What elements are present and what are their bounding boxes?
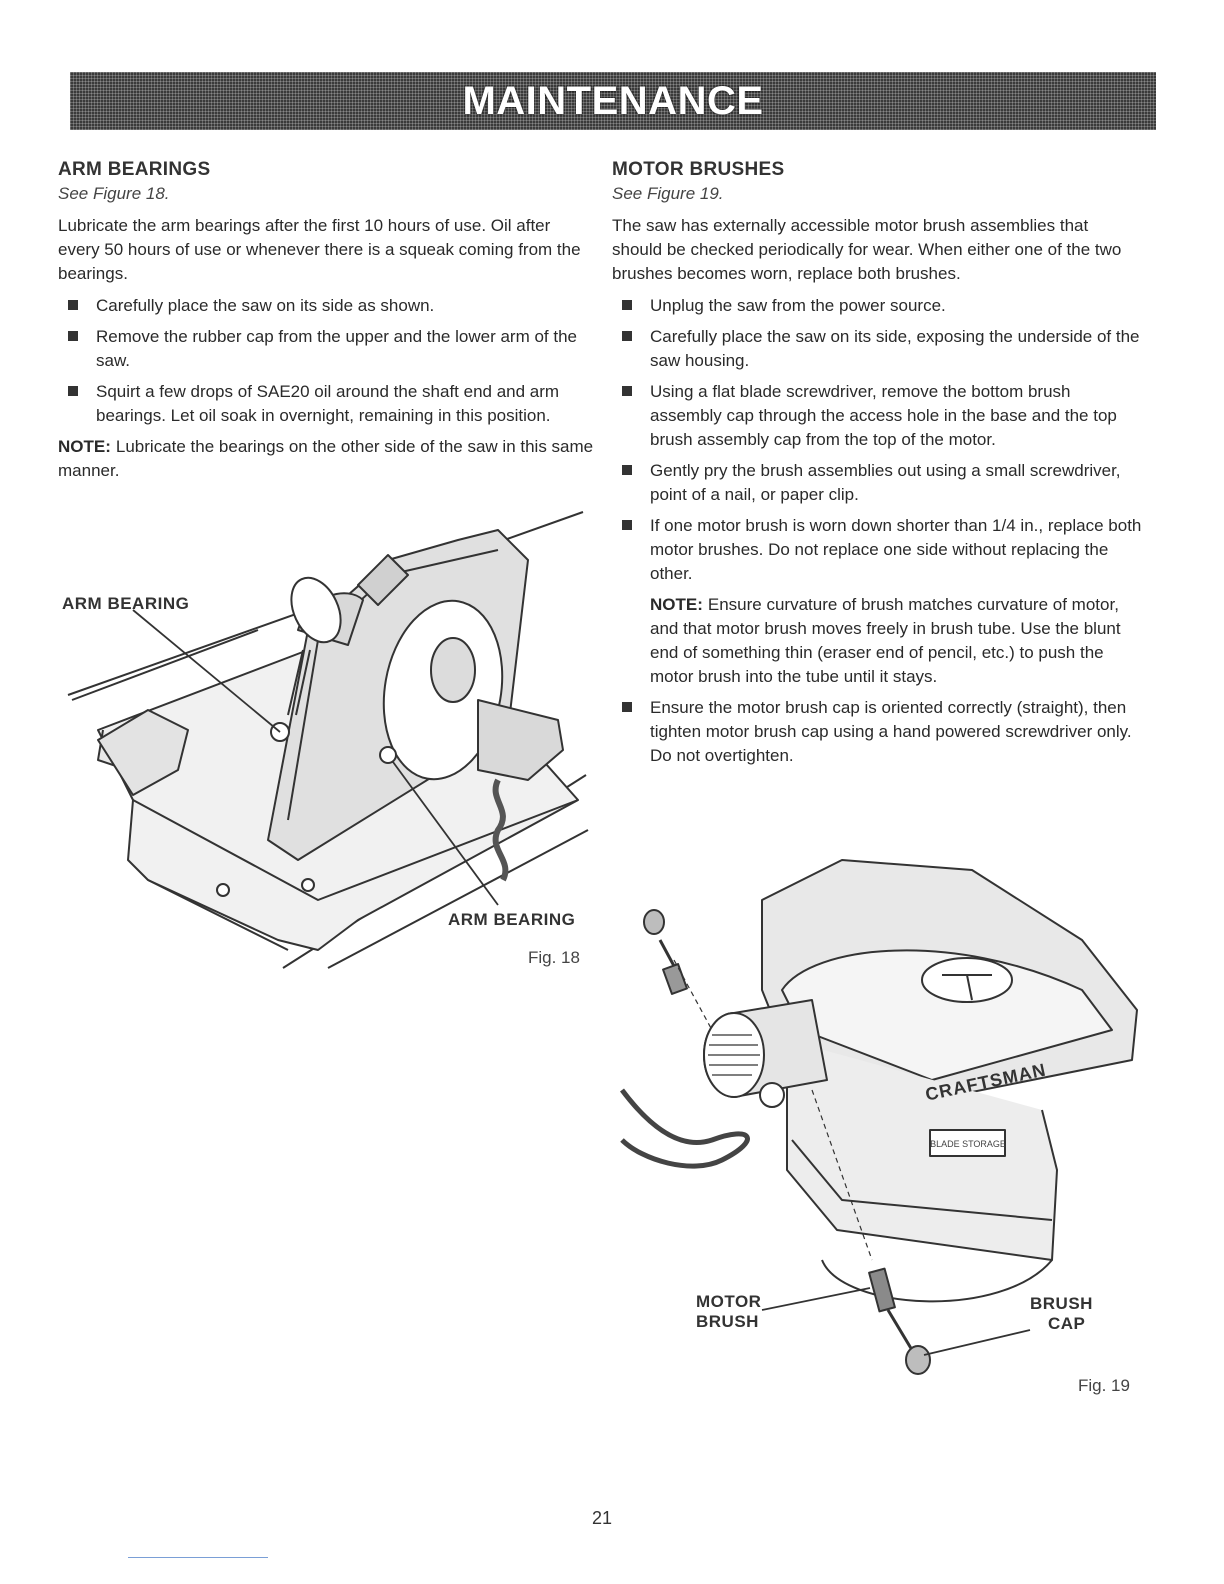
figure-18: ARM BEARING ARM BEARING Fig. 18 (58, 500, 594, 980)
motor-brushes-section: MOTOR BRUSHES See Figure 19. The saw has… (612, 158, 1142, 775)
note-text: Ensure curvature of brush matches curvat… (650, 595, 1121, 686)
bullet-square-icon (622, 300, 632, 310)
list-item: Gently pry the brush assemblies out usin… (612, 459, 1142, 507)
motor-brush-label-line2: BRUSH (696, 1312, 759, 1331)
list-item: Carefully place the saw on its side as s… (58, 294, 594, 318)
bullet-square-icon (68, 386, 78, 396)
note-label: NOTE: (58, 437, 111, 456)
arm-bearings-heading: ARM BEARINGS (58, 159, 211, 180)
motor-brushes-final-step: Ensure the motor brush cap is oriented c… (612, 696, 1142, 768)
bullet-square-icon (68, 331, 78, 341)
bullet-square-icon (622, 465, 632, 475)
footer-divider (128, 1557, 268, 1558)
figure-18-illustration (67, 511, 589, 969)
see-figure-19: See Figure 19. (612, 184, 724, 203)
bullet-square-icon (68, 300, 78, 310)
page-number: 21 (592, 1508, 613, 1528)
arm-bearing-label-top: ARM BEARING (62, 594, 190, 613)
arm-bearing-label-bottom: ARM BEARING (448, 910, 576, 929)
see-figure-18: See Figure 18. (58, 184, 170, 203)
motor-brushes-steps: Unplug the saw from the power source. Ca… (612, 294, 1142, 586)
bullet-square-icon (622, 520, 632, 530)
note-label: NOTE: (650, 595, 703, 614)
list-item: Squirt a few drops of SAE20 oil around t… (58, 380, 594, 428)
list-item: Carefully place the saw on its side, exp… (612, 325, 1142, 373)
list-item: Remove the rubber cap from the upper and… (58, 325, 594, 373)
brush-cap-label-line2: CAP (1048, 1314, 1086, 1333)
note-text: Lubricate the bearings on the other side… (58, 437, 594, 480)
list-item: Unplug the saw from the power source. (612, 294, 1142, 318)
figure-18-caption: Fig. 18 (528, 948, 580, 967)
arm-bearings-section: ARM BEARINGS See Figure 18. Lubricate th… (58, 158, 594, 491)
bullet-square-icon (622, 386, 632, 396)
section-banner: MAINTENANCE (70, 72, 1156, 130)
arm-bearings-note: NOTE:Lubricate the bearings on the other… (58, 435, 594, 483)
arm-bearings-intro: Lubricate the arm bearings after the fir… (58, 216, 581, 283)
brush-cap-label-line1: BRUSH (1030, 1294, 1093, 1313)
motor-brushes-heading: MOTOR BRUSHES (612, 159, 785, 180)
figure-19-illustration: CRAFTSMAN BLADE STORAGE (620, 859, 1138, 1375)
section-title: MAINTENANCE (462, 78, 764, 123)
bullet-square-icon (622, 702, 632, 712)
figure-19: CRAFTSMAN BLADE STORAGE MOTOR BRUSH BRUS… (612, 840, 1152, 1410)
list-item: Ensure the motor brush cap is oriented c… (612, 696, 1142, 768)
arm-bearings-steps: Carefully place the saw on its side as s… (58, 294, 594, 428)
list-item: Using a flat blade screwdriver, remove t… (612, 380, 1142, 452)
list-item: If one motor brush is worn down shorter … (612, 514, 1142, 586)
motor-brushes-note: NOTE:Ensure curvature of brush matches c… (612, 593, 1142, 689)
motor-brushes-intro: The saw has externally accessible motor … (612, 216, 1122, 283)
bullet-square-icon (622, 331, 632, 341)
motor-brush-label-line1: MOTOR (696, 1292, 762, 1311)
figure-19-caption: Fig. 19 (1078, 1376, 1130, 1395)
blade-storage-label: BLADE STORAGE (930, 1139, 1006, 1149)
